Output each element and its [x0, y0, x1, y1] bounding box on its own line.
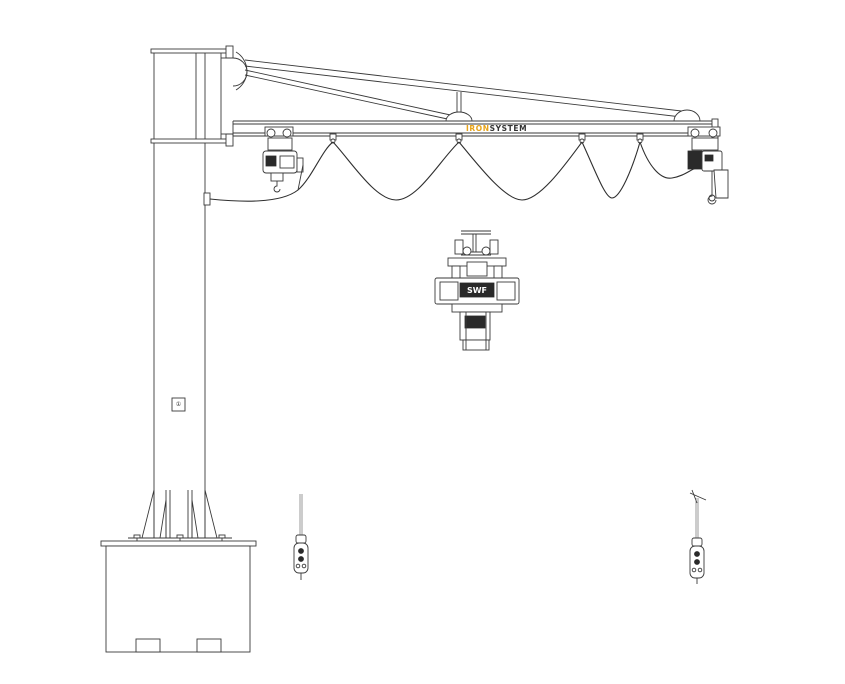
foundation-base: [100, 534, 257, 653]
hoist-front-view: [434, 230, 520, 351]
festoon-cable: [209, 141, 697, 202]
brand-logo: IRONSYSTEM: [466, 124, 527, 134]
brand-logo-part1: IRON: [466, 124, 490, 133]
hoist-right: [687, 126, 729, 205]
pendant-left: [293, 494, 309, 580]
column-pillar: [150, 45, 234, 538]
pendant-right: [689, 489, 707, 584]
hoist-brand-label: SWF: [467, 286, 487, 295]
jib-arm: [232, 51, 719, 139]
brand-logo-part2: SYSTEM: [489, 124, 528, 133]
column-base-gussets: [128, 489, 232, 539]
hoist-left: [262, 126, 304, 193]
column-tag-label: ①: [175, 401, 182, 408]
festoon-trolleys: [329, 133, 644, 144]
